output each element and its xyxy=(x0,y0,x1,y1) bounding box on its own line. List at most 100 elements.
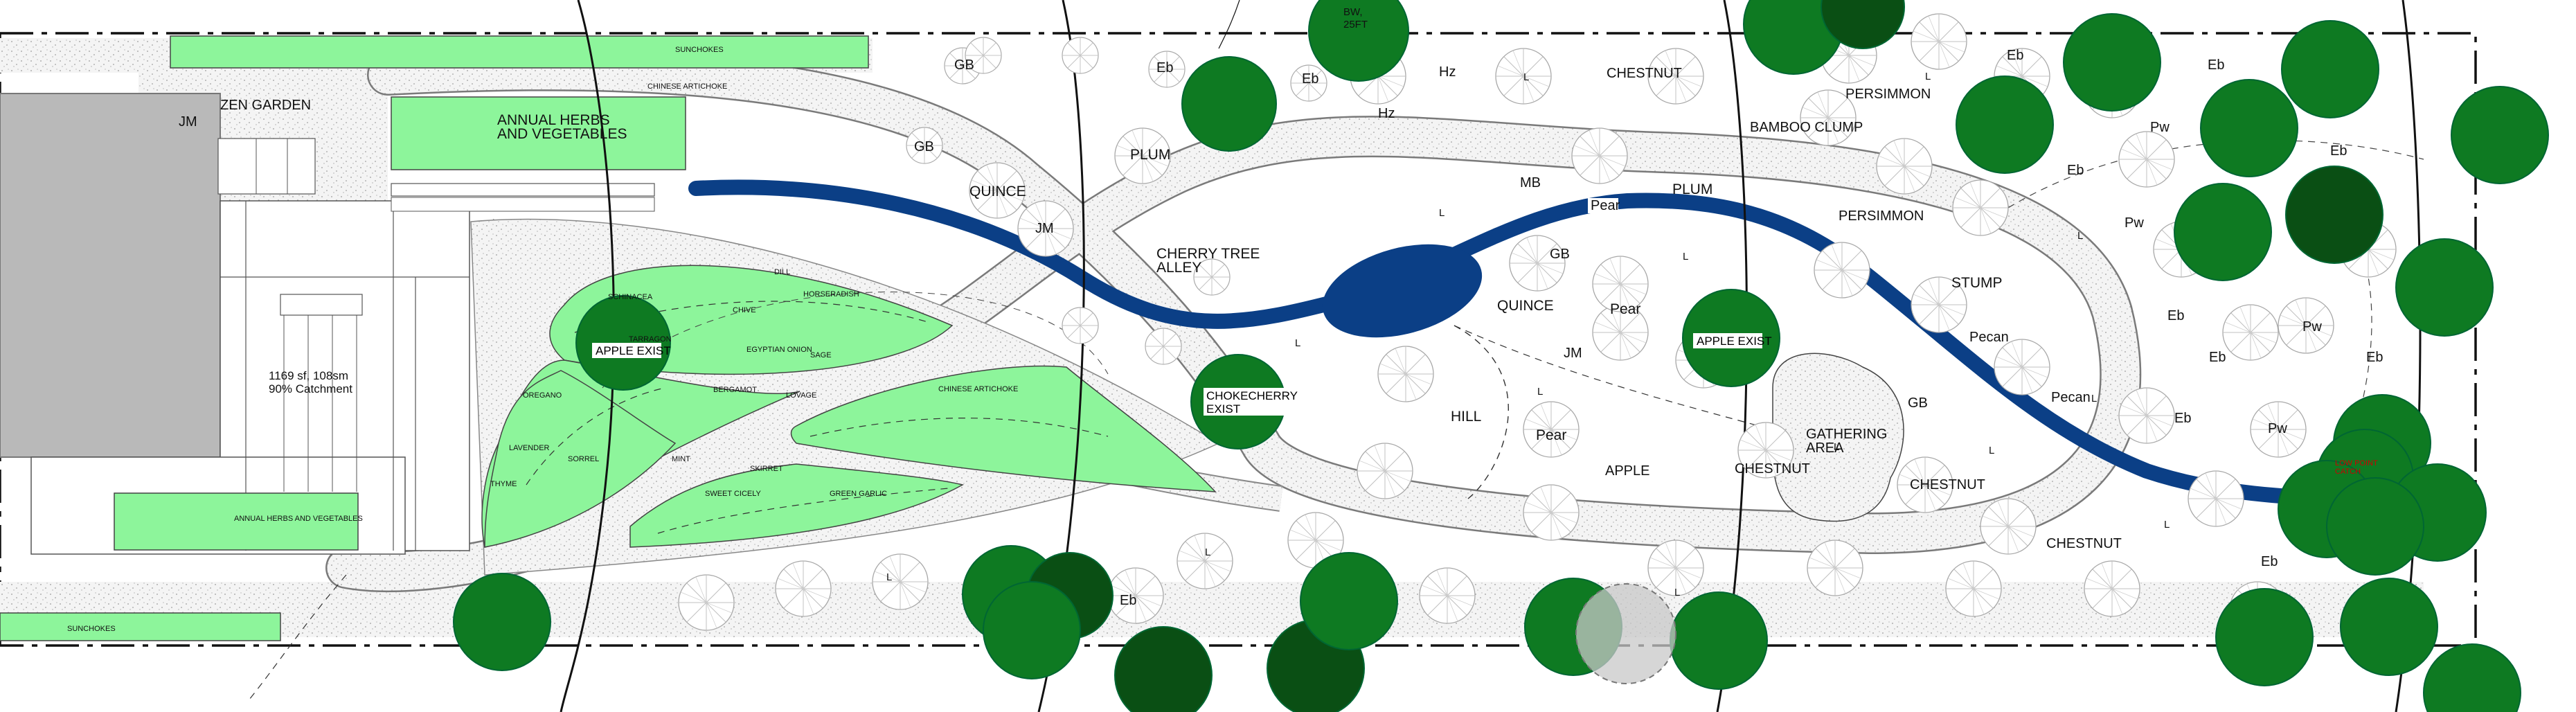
label-apple-exist-1: APPLE EXIST xyxy=(596,344,671,357)
label-eb-4: Eb xyxy=(2208,57,2224,73)
contour-hill xyxy=(1454,325,1509,499)
label-eb-12: Eb xyxy=(1120,593,1136,608)
svg-text:SORREL: SORREL xyxy=(568,455,599,463)
svg-text:LOVAGE: LOVAGE xyxy=(786,391,816,400)
svg-text:MINT: MINT xyxy=(672,455,690,463)
svg-text:L: L xyxy=(1537,386,1543,398)
label-bw-2: 25FT xyxy=(1343,19,1368,30)
herb-labels: SCHINACEA DILL HORSERADISH SAGE OREGANO … xyxy=(490,268,1018,498)
svg-text:L: L xyxy=(1683,251,1688,262)
svg-text:L: L xyxy=(2077,230,2083,242)
zen-garden-frame xyxy=(217,138,316,195)
label-plum-2: PLUM xyxy=(1672,181,1712,197)
label-sunchokes-top: SUNCHOKES xyxy=(675,46,724,54)
svg-text:L: L xyxy=(1205,546,1210,558)
label-eb-2: Eb xyxy=(1302,71,1318,87)
label-hz-1: Hz xyxy=(1439,64,1456,80)
svg-text:L: L xyxy=(886,571,892,583)
label-chokecherry-2: EXIST xyxy=(1206,402,1240,416)
svg-text:TARRAGON: TARRAGON xyxy=(629,335,672,344)
herb-bed-3 xyxy=(484,370,677,548)
svg-text:L: L xyxy=(2164,519,2170,531)
svg-text:EGYPTIAN ONION: EGYPTIAN ONION xyxy=(746,346,812,354)
label-gb-1: GB xyxy=(954,57,974,73)
svg-text:CHIVE: CHIVE xyxy=(733,306,756,314)
svg-text:CHINESE ARTICHOKE: CHINESE ARTICHOKE xyxy=(938,385,1018,393)
svg-text:L: L xyxy=(1989,445,1994,456)
label-pear-2: Pear xyxy=(1536,427,1566,443)
label-chestnut-3: CHESTNUT xyxy=(1910,477,1985,492)
label-pear-path: Pear xyxy=(1591,198,1620,213)
contour-4 xyxy=(602,292,1109,389)
label-cherry-tree-alley-1: CHERRY TREE xyxy=(1156,246,1260,262)
label-eb-7: Eb xyxy=(2167,308,2184,323)
label-pw-1: Pw xyxy=(2150,120,2170,135)
label-annual-herbs-top-1: ANNUAL HERBS xyxy=(497,112,610,128)
annual-herbs-bed-top xyxy=(391,96,686,170)
label-low-point-2: CATCH xyxy=(2335,468,2361,476)
svg-text:THYME: THYME xyxy=(490,480,517,488)
arc-1 xyxy=(560,0,615,712)
label-cherry-tree-alley-2: ALLEY xyxy=(1156,260,1201,276)
label-gathering-1: GATHERING xyxy=(1806,427,1887,442)
label-bw-1: BW, xyxy=(1343,6,1363,18)
gathering-area xyxy=(1772,353,1904,522)
svg-text:BERGAMOT: BERGAMOT xyxy=(713,386,757,394)
label-chokecherry-1: CHOKECHERRY xyxy=(1206,389,1298,402)
label-plum-1: PLUM xyxy=(1130,147,1170,163)
svg-text:HORSERADISH: HORSERADISH xyxy=(803,290,859,299)
svg-text:L: L xyxy=(1439,207,1444,219)
label-annual-herbs-bottom: ANNUAL HERBS AND VEGETABLES xyxy=(234,515,363,523)
label-gb-3: GB xyxy=(1550,247,1570,262)
label-eb-3: Eb xyxy=(2007,48,2023,63)
svg-text:DILL: DILL xyxy=(774,268,790,276)
label-gathering-2: AREA xyxy=(1806,440,1844,456)
label-apple-exist-2: APPLE EXIST xyxy=(1697,335,1772,348)
walkway xyxy=(391,183,655,197)
svg-text:SKIRRET: SKIRRET xyxy=(750,465,783,473)
label-eb-6: Eb xyxy=(2330,143,2347,159)
label-pw-4: Pw xyxy=(2268,421,2287,436)
label-persimmon-2: PERSIMMON xyxy=(1839,208,1924,224)
trees xyxy=(453,0,2549,712)
pond xyxy=(1322,244,1483,338)
svg-text:L: L xyxy=(2091,393,2097,404)
svg-text:L: L xyxy=(1523,71,1529,83)
svg-text:LAVENDER: LAVENDER xyxy=(509,444,550,452)
label-sunchokes-bottom: SUNCHOKES xyxy=(67,625,116,633)
label-eb-5: Eb xyxy=(2067,163,2084,178)
svg-text:OREGANO: OREGANO xyxy=(523,391,562,400)
label-pecan-2: Pecan xyxy=(2051,390,2091,405)
label-chinese-artichoke-top: CHINESE ARTICHOKE xyxy=(647,82,727,91)
svg-text:GREEN GARLIC: GREEN GARLIC xyxy=(830,490,887,498)
label-house-area-2: 90% Catchment xyxy=(269,382,352,395)
label-stump: STUMP xyxy=(1951,275,2003,291)
label-house-area-1: 1169 sf, 108sm xyxy=(269,369,348,382)
label-gb-2: GB xyxy=(914,139,934,154)
sunchokes-bed-bottom xyxy=(0,612,281,641)
house-roof xyxy=(0,93,221,458)
label-annual-herbs-top-2: AND VEGETABLES xyxy=(497,126,627,142)
label-persimmon-1: PERSIMMON xyxy=(1845,87,1931,102)
label-pw-2: Pw xyxy=(2125,215,2144,231)
property-boundary xyxy=(0,32,2477,647)
sunchokes-bed-top xyxy=(170,35,869,69)
label-quince-2: QUINCE xyxy=(1497,298,1554,314)
label-eb-9: Eb xyxy=(2366,350,2383,365)
label-pear-1: Pear xyxy=(1610,301,1640,317)
svg-text:L: L xyxy=(1925,71,1931,82)
annual-herbs-bed-bottom xyxy=(114,492,359,551)
svg-text:SWEET CICELY: SWEET CICELY xyxy=(705,490,762,498)
label-jm-1: JM xyxy=(1035,221,1054,236)
label-chestnut-2: CHESTNUT xyxy=(1735,461,1810,477)
label-eb-10: Eb xyxy=(2174,411,2191,426)
svg-text:SCHINACEA: SCHINACEA xyxy=(608,293,653,301)
label-pw-3: Pw xyxy=(2302,319,2322,335)
label-mb: MB xyxy=(1520,175,1541,190)
walkway-2 xyxy=(391,197,655,212)
label-eb-8: Eb xyxy=(2209,350,2226,365)
herb-bed-4 xyxy=(790,365,1217,492)
label-bamboo-clump: BAMBOO CLUMP xyxy=(1750,120,1863,135)
label-chestnut-4: CHESTNUT xyxy=(2046,536,2122,551)
